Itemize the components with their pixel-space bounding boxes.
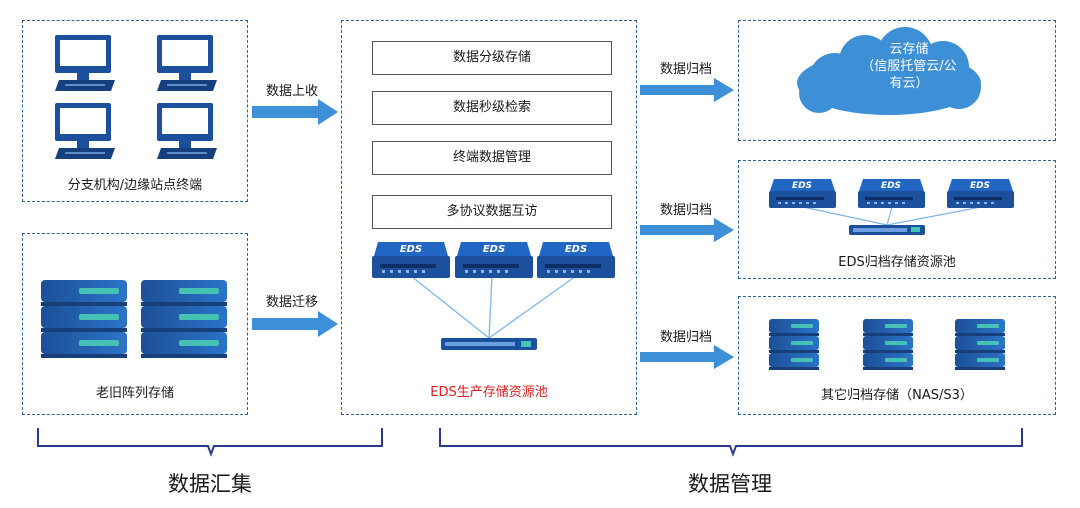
right-section-brace	[439, 428, 1023, 457]
archive-switch-icon	[849, 225, 925, 235]
branch-terminal-panel: 分支机构/边缘站点终端	[22, 20, 248, 202]
archive-arrow-3	[640, 345, 734, 369]
eds-production-topology: EDS EDS EDS	[372, 242, 615, 350]
archive-arrow-label-2: 数据归档	[660, 203, 713, 218]
left-section-brace	[37, 428, 383, 457]
eds-production-pool-panel	[341, 20, 637, 415]
cloud-line-2: （信服托管云/公	[861, 59, 957, 74]
migrate-arrow	[252, 311, 338, 337]
array-storage-icon-2	[141, 280, 227, 358]
section-title-manage: 数据管理	[688, 472, 772, 496]
section-title-collect: 数据汇集	[168, 472, 252, 496]
function-terminal-data-mgmt: 终端数据管理	[372, 141, 612, 175]
eds-archive-pool-caption: EDS归档存储资源池	[838, 255, 956, 270]
other-archive-caption: 其它归档存储（NAS/S3）	[821, 388, 973, 403]
switch-icon	[441, 338, 537, 350]
function-fast-search: 数据秒级检索	[372, 91, 612, 125]
other-archive-panel: 其它归档存储（NAS/S3）	[738, 296, 1056, 415]
legacy-array-panel: 老旧阵列存储	[22, 233, 248, 415]
archive-arrow-label-1: 数据归档	[660, 62, 713, 77]
eds-archive-label-3: EDS	[970, 181, 990, 191]
function-multi-protocol: 多协议数据互访	[372, 195, 612, 229]
cloud-icon	[797, 27, 981, 115]
eds-archive-label-1: EDS	[792, 181, 812, 191]
array-storage-icon-1	[41, 280, 127, 358]
eds-device-label-3: EDS	[565, 244, 587, 255]
terminal-icon-3	[54, 102, 116, 160]
cloud-storage-text: 云存储 （信服托管云/公 有云）	[819, 41, 999, 92]
terminal-icon-4	[156, 102, 218, 160]
other-storage-icon-3	[955, 319, 1005, 370]
other-storage-icon-2	[863, 319, 913, 370]
branch-terminal-caption: 分支机构/边缘站点终端	[67, 178, 203, 193]
eds-archive-topology: EDS EDS EDS	[769, 179, 1014, 235]
archive-arrow-2	[640, 218, 734, 242]
terminal-icon-2	[156, 34, 218, 92]
archive-arrow-label-3: 数据归档	[660, 330, 713, 345]
migrate-arrow-label: 数据迁移	[266, 295, 319, 310]
eds-device-label-1: EDS	[400, 244, 422, 255]
legacy-array-caption: 老旧阵列存储	[95, 386, 174, 401]
cloud-storage-panel: 云存储 （信服托管云/公 有云）	[738, 20, 1056, 141]
function-tiered-storage: 数据分级存储	[372, 41, 612, 75]
eds-production-pool-caption: EDS生产存储资源池	[430, 385, 548, 400]
collect-arrow-label: 数据上收	[266, 84, 319, 99]
cloud-line-1: 云存储	[889, 42, 929, 57]
archive-arrow-1	[640, 78, 734, 102]
terminal-icon-1	[54, 34, 116, 92]
cloud-line-3: 有云）	[889, 76, 929, 91]
eds-archive-pool-panel: EDS EDS EDS EDS归档存储资源池	[738, 160, 1056, 279]
eds-archive-label-2: EDS	[881, 181, 901, 191]
eds-device-label-2: EDS	[483, 244, 505, 255]
other-storage-icon-1	[769, 319, 819, 370]
collect-arrow	[252, 99, 338, 125]
